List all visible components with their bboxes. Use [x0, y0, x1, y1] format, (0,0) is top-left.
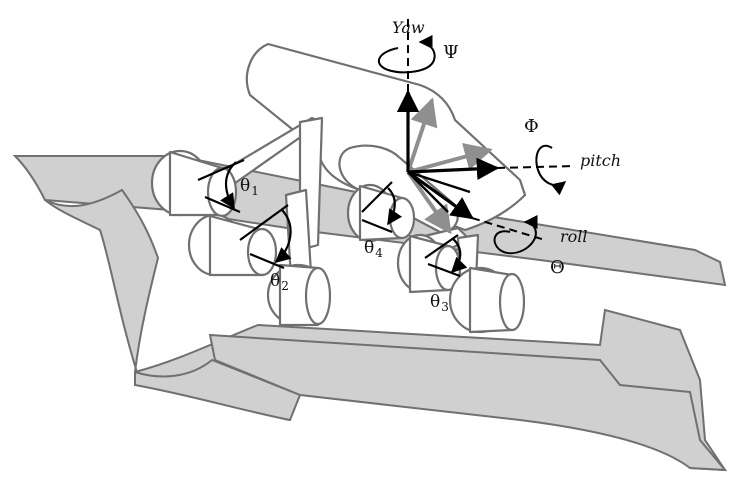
- theta3-symbol: θ: [430, 292, 441, 312]
- theta2-sub: 2: [281, 279, 289, 293]
- theta4-arc: [387, 187, 403, 226]
- Theta-label: Θ: [550, 257, 565, 278]
- theta2-label: θ2: [270, 271, 289, 293]
- pitch-axis-arrow: [407, 157, 500, 181]
- pitch-axis-dashed: [496, 165, 576, 169]
- theta1-label: θ1: [240, 176, 259, 198]
- theta3-label: θ3: [430, 292, 449, 314]
- rotated-frame: [406, 97, 493, 235]
- pitch-rotation-arrow: [535, 144, 567, 196]
- body-axes: [396, 18, 576, 241]
- phi-label: Φ: [524, 116, 539, 137]
- roll-rotation-arrow: [493, 215, 538, 255]
- roll-axis-arrow: [407, 170, 474, 220]
- joint-angles: [197, 158, 468, 278]
- psi-label: Ψ: [443, 42, 459, 63]
- theta2-arc: [274, 209, 292, 264]
- theta3-sub: 3: [441, 300, 449, 314]
- gray-arrow-up: [406, 97, 438, 173]
- gray-arrow-down: [406, 170, 452, 235]
- yaw-label: Yaw: [392, 18, 425, 37]
- theta1-sub: 1: [251, 184, 259, 198]
- theta2-symbol: θ: [270, 271, 281, 291]
- terrain-lower-lip: [134, 358, 302, 422]
- roll-label: roll: [560, 227, 588, 246]
- theta1-arc: [220, 161, 237, 210]
- pitch-label: pitch: [580, 151, 622, 170]
- theta4-symbol: θ: [364, 238, 375, 258]
- yaw-rotation-arrow: [377, 35, 436, 74]
- terrain-front-step: [208, 333, 728, 472]
- chassis-body: [245, 42, 527, 232]
- theta4-sub: 4: [375, 246, 383, 260]
- theta1-symbol: θ: [240, 176, 251, 196]
- theta4-label: θ4: [364, 238, 383, 260]
- theta3-arc: [450, 237, 468, 274]
- gray-arrow-right: [407, 143, 493, 174]
- rotation-arrows: [377, 35, 567, 255]
